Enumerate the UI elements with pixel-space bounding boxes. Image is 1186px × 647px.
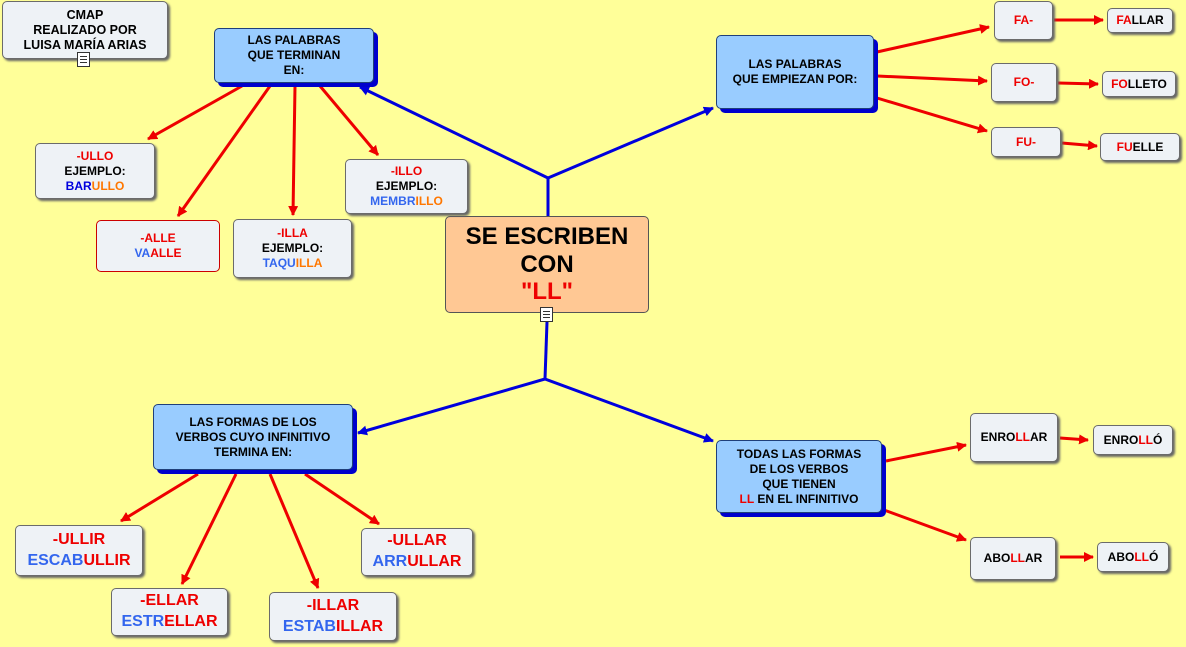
link-illo xyxy=(318,85,380,156)
verb-enrollar[interactable]: ENROLLAR xyxy=(970,413,1058,462)
example-word: MEMBRILLO xyxy=(370,194,443,208)
link-enrollo xyxy=(1059,434,1089,445)
verb-abollo[interactable]: ABOLLÓ xyxy=(1097,542,1169,572)
link-abollar xyxy=(883,508,967,542)
example-label: EJEMPLO: xyxy=(261,241,324,255)
todas-line-4: LL EN EL INFINITIVO xyxy=(739,491,859,506)
ending-alle[interactable]: -ALLE VAALLE xyxy=(96,220,220,272)
center-line-1: SE ESCRIBEN xyxy=(465,223,629,251)
concept-terminan[interactable]: LAS PALABRAS QUE TERMINAN EN: xyxy=(214,28,374,83)
verbos-line-1: LAS FORMAS DE LOS xyxy=(189,414,317,429)
example-label: EJEMPLO: xyxy=(64,163,126,178)
verb-ending-ellar[interactable]: -ELLAR ESTRELLAR xyxy=(111,588,228,636)
link-fu xyxy=(876,96,988,134)
todas-line-3: QUE TIENEN xyxy=(762,476,836,491)
center-line-2: CON xyxy=(520,250,574,278)
concept-empiezan[interactable]: LAS PALABRAS QUE EMPIEZAN POR: xyxy=(716,35,874,109)
verb-enrollo[interactable]: ENROLLÓ xyxy=(1093,425,1173,455)
link-to-terminan xyxy=(359,85,549,180)
author-line-2: REALIZADO POR xyxy=(33,22,137,37)
ending-ullo[interactable]: -ULLO EJEMPLO: BARULLO xyxy=(35,143,155,199)
ending-label: -ILLA xyxy=(277,226,308,240)
terminan-line-3: EN: xyxy=(283,63,305,77)
verb-ending-ullar[interactable]: -ULLAR ARRULLAR xyxy=(361,528,473,576)
example-folleto[interactable]: FOLLETO xyxy=(1102,71,1176,97)
link-enrollar xyxy=(885,441,967,463)
example-label: EJEMPLO: xyxy=(375,179,438,193)
concept-todas-formas[interactable]: TODAS LAS FORMAS DE LOS VERBOS QUE TIENE… xyxy=(716,440,882,513)
link-ullo xyxy=(147,84,243,141)
todas-line-1: TODAS LAS FORMAS xyxy=(736,446,862,461)
prefix-fo[interactable]: FO- xyxy=(991,63,1057,102)
ending-illo[interactable]: -ILLO EJEMPLO: MEMBRILLO xyxy=(345,159,468,214)
document-icon[interactable] xyxy=(77,52,90,67)
link-illa xyxy=(288,85,299,216)
terminan-line-2: QUE TERMINAN xyxy=(247,48,341,62)
center-line-3: "LL" xyxy=(520,278,574,306)
prefix-fa[interactable]: FA- xyxy=(994,1,1053,40)
concept-verbos-infinitivo[interactable]: LAS FORMAS DE LOS VERBOS CUYO INFINITIVO… xyxy=(153,404,353,470)
link-fo-ex xyxy=(1057,78,1099,89)
link-to-verbos xyxy=(357,377,546,436)
link-ullar xyxy=(304,472,380,526)
prefix-fu[interactable]: FU- xyxy=(991,127,1061,157)
author-box: CMAP REALIZADO POR LUISA MARÍA ARIAS xyxy=(2,1,168,59)
link-fu-ex xyxy=(1061,140,1098,151)
link-fo xyxy=(876,74,988,86)
link-alle xyxy=(176,85,272,217)
verbos-line-2: VERBOS CUYO INFINITIVO xyxy=(175,429,331,444)
verb-ending-illar[interactable]: -ILLAR ESTABILLAR xyxy=(269,592,397,641)
link-ullir xyxy=(120,472,199,523)
link-to-empiezan xyxy=(547,106,714,180)
link-fa xyxy=(876,24,990,54)
link-illar xyxy=(268,473,320,589)
document-icon[interactable] xyxy=(540,307,553,322)
todas-line-2: DE LOS VERBOS xyxy=(749,461,849,476)
ending-illa[interactable]: -ILLA EJEMPLO: TAQUILLA xyxy=(233,219,352,278)
empiezan-line-2: QUE EMPIEZAN POR: xyxy=(732,72,858,86)
ending-label: -ILLO xyxy=(390,164,423,178)
example-word: TAQUILLA xyxy=(262,256,323,270)
author-line-1: CMAP xyxy=(66,7,104,22)
example-fallar[interactable]: FALLAR xyxy=(1107,8,1173,33)
ending-label: -ULLO xyxy=(76,148,114,163)
example-word: VAALLE xyxy=(134,246,182,260)
author-line-3: LUISA MARÍA ARIAS xyxy=(23,37,147,52)
concept-center[interactable]: SE ESCRIBEN CON "LL" xyxy=(445,216,649,313)
verb-ending-ullir[interactable]: -ULLIR ESCABULLIR xyxy=(15,525,143,576)
example-word: BARULLO xyxy=(65,178,125,193)
link-ellar xyxy=(180,473,238,585)
verb-abollar[interactable]: ABOLLAR xyxy=(970,537,1056,580)
empiezan-line-1: LAS PALABRAS xyxy=(748,57,842,71)
ending-label: -ALLE xyxy=(140,231,176,245)
terminan-line-1: LAS PALABRAS xyxy=(247,33,341,47)
verbos-line-3: TERMINA EN: xyxy=(213,444,293,459)
link-center-down xyxy=(543,321,549,380)
link-to-todas xyxy=(544,377,714,443)
example-fuelle[interactable]: FUELLE xyxy=(1100,133,1180,161)
